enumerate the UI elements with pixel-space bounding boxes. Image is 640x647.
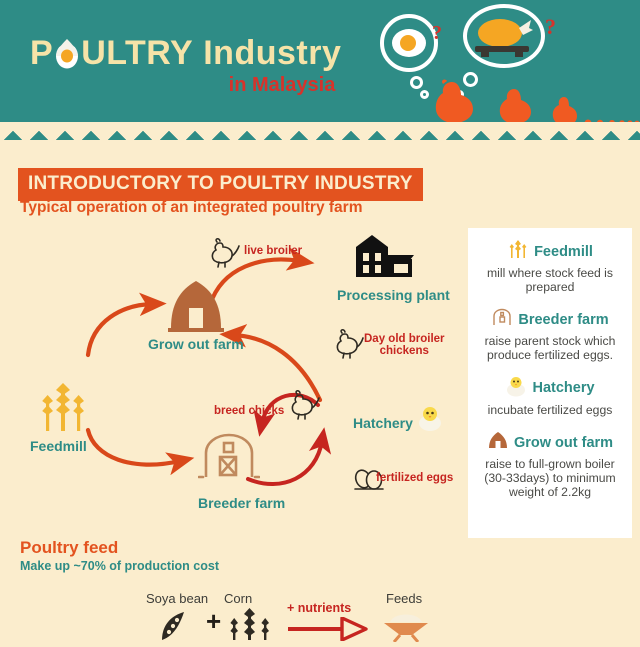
chick-icon: [505, 375, 527, 402]
node-label-processing-plant: Processing plant: [337, 287, 450, 303]
poultry-feed-subtitle: Make up ~70% of production cost: [20, 559, 219, 573]
node-label-breeder-farm: Breeder farm: [198, 495, 286, 511]
hut-icon: [166, 278, 226, 339]
barn-outline-icon: [491, 306, 513, 333]
legend-head: Breeder farm: [474, 306, 626, 333]
title-text-part-c: Industry: [203, 34, 342, 72]
legend-description: raise parent stock which produce fertili…: [484, 334, 616, 362]
section-subtitle: Typical operation of an integrated poult…: [20, 199, 363, 216]
question-mark-roast: ?: [545, 14, 556, 39]
section-banner-label: INTRODUCTORY TO POULTRY INDUSTRY: [28, 173, 413, 194]
title-text-part-b: ULTRY: [81, 34, 194, 72]
poultry-feed-title: Poultry feed: [20, 538, 119, 557]
flow-arrows: [85, 247, 332, 486]
edge-label-line1: Day old broiler: [364, 333, 445, 345]
hen-outline-icon: [208, 237, 242, 276]
edge-label-fertilized-eggs: fertilized eggs: [376, 472, 454, 484]
chick-icon: [416, 404, 444, 437]
hut-icon: [487, 429, 509, 456]
barn-outline-icon: [197, 427, 261, 488]
feed-label-feeds: Feeds: [386, 591, 423, 606]
bubble-dot-1: [410, 76, 423, 89]
legend-item-feedmill: Feedmill mill where stock feed is prepar…: [474, 238, 626, 294]
edge-label-breed-chicks: breed chicks: [214, 405, 285, 417]
edge-label-live-broiler: live broiler: [244, 245, 303, 257]
feed-label-soya-bean: Soya bean: [146, 591, 209, 606]
feed-label-corn: Corn: [224, 591, 253, 606]
title-block: P ULTRY Industry in Malaysia: [30, 36, 341, 97]
hen-outline-icon: [288, 389, 322, 428]
legend-title: Grow out farm: [513, 434, 614, 451]
page-title: P ULTRY Industry: [30, 36, 341, 70]
egg-icon: [54, 37, 80, 69]
bubble-dot-2: [420, 90, 429, 99]
title-text-part-a: P: [30, 34, 54, 72]
hen-outline-icon: [333, 328, 365, 367]
factory-icon: [352, 233, 414, 292]
eggs-outline-icon: [352, 466, 386, 497]
legend-panel: Feedmill mill where stock feed is prepar…: [468, 228, 632, 538]
edge-label-line2: chickens: [379, 345, 429, 358]
page-header: P ULTRY Industry in Malaysia ?: [0, 0, 640, 140]
legend-head: Hatchery: [474, 375, 626, 402]
nutrients-arrow: [288, 617, 368, 641]
soya-bean-icon: [158, 610, 192, 647]
zigzag-divider: [0, 122, 640, 140]
question-mark-egg: ?: [432, 22, 442, 44]
edge-label-day-old-broiler: Day old broiler chickens: [364, 333, 445, 357]
plus-sign: +: [206, 606, 222, 636]
node-label-hatchery: Hatchery: [353, 415, 413, 431]
legend-description: mill where stock feed is prepared: [487, 266, 613, 294]
feed-dish-icon: [380, 608, 432, 647]
legend-item-hatchery: Hatchery incubate fertilized eggs: [474, 375, 626, 418]
legend-description: incubate fertilized eggs: [487, 402, 613, 417]
wheat-icon: [507, 238, 529, 265]
corn-icon: [224, 606, 276, 647]
thought-bubble-roast-chicken: [463, 4, 545, 68]
nutrients-label: + nutrients: [287, 601, 352, 615]
legend-title: Hatchery: [532, 380, 595, 397]
wheat-icon: [36, 380, 90, 441]
legend-description: raise to full-grown boiler (30-33days) t…: [484, 457, 616, 499]
node-label-feedmill: Feedmill: [30, 438, 87, 454]
legend-title: Feedmill: [534, 243, 593, 260]
legend-title: Breeder farm: [518, 311, 609, 328]
legend-item-grow-out-farm: Grow out farm raise to full-grown boiler…: [474, 429, 626, 499]
legend-head: Feedmill: [474, 238, 626, 265]
legend-head: Grow out farm: [474, 429, 626, 456]
thought-bubble-egg: [380, 14, 438, 72]
bubble-dot-3: [463, 72, 478, 87]
section-banner: INTRODUCTORY TO POULTRY INDUSTRY: [18, 168, 423, 201]
legend-item-breeder-farm: Breeder farm raise parent stock which pr…: [474, 306, 626, 362]
node-label-grow-out-farm: Grow out farm: [148, 336, 244, 352]
page-subtitle: in Malaysia: [228, 74, 336, 96]
flow-diagram: Feedmill Grow out farm Processing plant …: [0, 225, 468, 530]
